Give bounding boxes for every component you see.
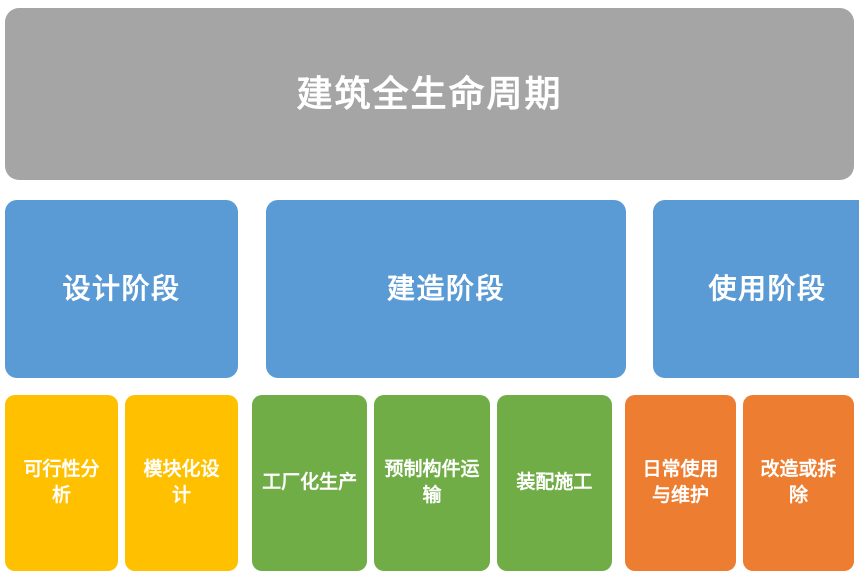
- task-group-operation: 日常使用与维护 改造或拆除: [625, 395, 854, 571]
- root-node-label: 建筑全生命周期: [296, 73, 563, 115]
- phase-node-design[interactable]: 设计阶段: [5, 200, 238, 378]
- task-node-daily-use-maintenance-label: 日常使用与维护: [642, 459, 719, 506]
- task-node-factory-production[interactable]: 工厂化生产: [252, 395, 368, 571]
- root-node-building-lifecycle[interactable]: 建筑全生命周期: [5, 8, 854, 180]
- task-node-renovation-demolition-label: 改造或拆除: [760, 459, 837, 506]
- task-node-assembly-construction[interactable]: 装配施工: [496, 395, 612, 571]
- task-node-factory-production-label: 工厂化生产: [262, 472, 358, 494]
- task-node-renovation-demolition[interactable]: 改造或拆除: [743, 395, 854, 571]
- phase-node-operation[interactable]: 使用阶段: [653, 200, 859, 378]
- task-group-construction: 工厂化生产 预制构件运输 装配施工: [252, 395, 612, 571]
- root-row: 建筑全生命周期: [5, 8, 854, 180]
- task-node-assembly-construction-label: 装配施工: [516, 472, 593, 494]
- task-node-component-transport-label: 预制构件运输: [384, 459, 480, 506]
- phase-node-design-label: 设计阶段: [62, 273, 181, 305]
- task-node-modular-design-label: 模块化设计: [143, 459, 220, 506]
- task-group-design: 可行性分析 模块化设计: [5, 395, 238, 571]
- task-node-daily-use-maintenance[interactable]: 日常使用与维护: [625, 395, 736, 571]
- task-node-feasibility[interactable]: 可行性分析: [5, 395, 118, 571]
- phase-row: 设计阶段 建造阶段 使用阶段: [5, 200, 859, 378]
- task-node-component-transport[interactable]: 预制构件运输: [374, 395, 490, 571]
- task-node-modular-design[interactable]: 模块化设计: [125, 395, 238, 571]
- phase-node-construction[interactable]: 建造阶段: [266, 200, 626, 378]
- phase-node-construction-label: 建造阶段: [386, 273, 505, 305]
- phase-node-operation-label: 使用阶段: [708, 273, 827, 305]
- task-row: 可行性分析 模块化设计 工厂化生产 预制构件运输 装配施工 日常使用与维护 改造…: [5, 395, 854, 571]
- task-node-feasibility-label: 可行性分析: [23, 459, 100, 506]
